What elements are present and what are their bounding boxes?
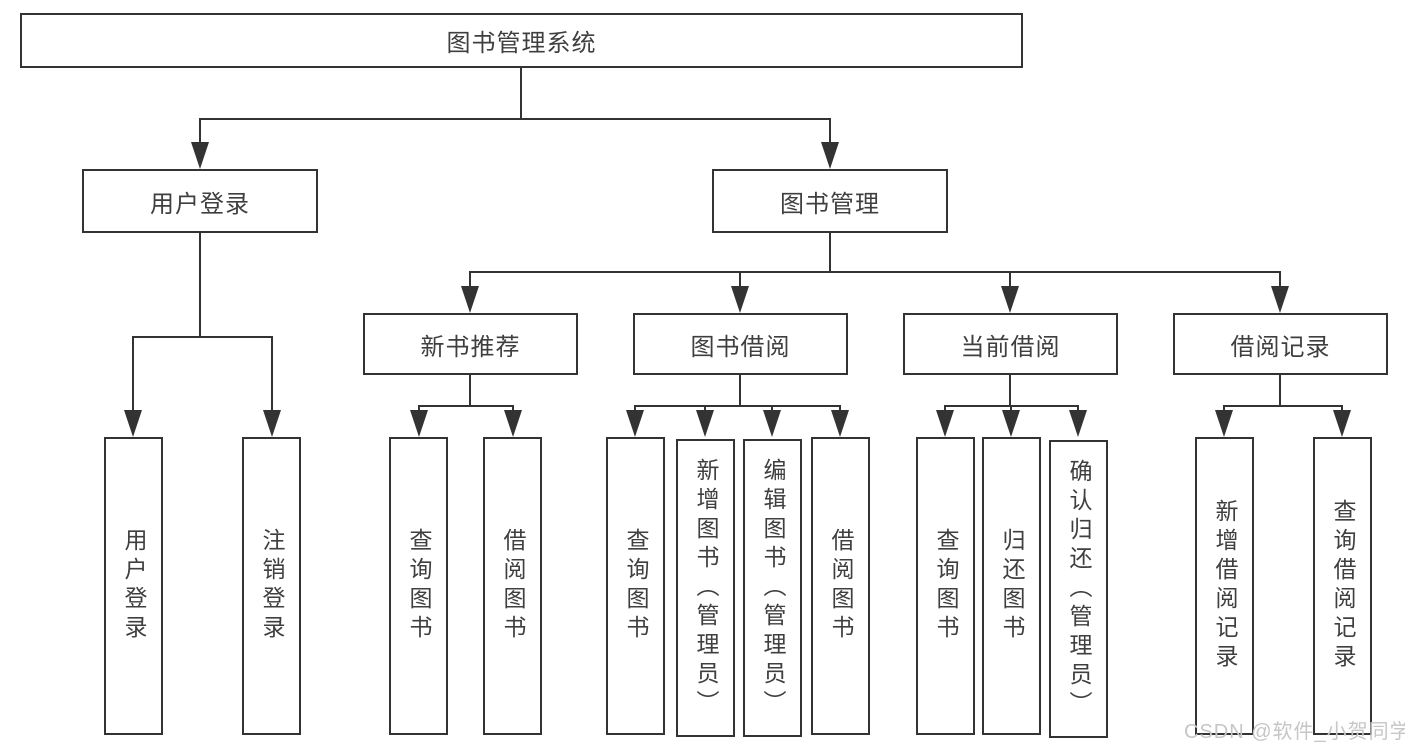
leaf-add-borrow-record: 新增借阅记录: [1195, 437, 1254, 735]
connector-line: [132, 338, 134, 410]
connector-line: [771, 407, 773, 412]
leaf-borrow-books: 借阅图书: [811, 437, 870, 735]
connector-line: [271, 338, 273, 410]
connector-line: [829, 233, 831, 272]
connector-line: [739, 273, 741, 287]
connector-line: [520, 68, 522, 120]
arrowhead-down-icon: [263, 410, 281, 437]
arrowhead-down-icon: [504, 410, 522, 437]
connector-line: [704, 407, 706, 412]
arrowhead-down-icon: [1002, 410, 1020, 437]
node-library-system: 图书管理系统: [20, 13, 1023, 68]
leaf-query-borrow-record: 查询借阅记录: [1313, 437, 1372, 735]
arrowhead-down-icon: [731, 286, 749, 313]
leaf-query-books-borrow: 查询图书: [606, 437, 665, 735]
connector-line: [829, 120, 831, 143]
connector-line: [418, 407, 420, 412]
connector-line: [634, 407, 636, 412]
arrowhead-down-icon: [1001, 286, 1019, 313]
connector-line: [944, 405, 1079, 407]
connector-line: [469, 375, 471, 406]
connector-line: [1279, 375, 1281, 406]
connector-line: [512, 407, 514, 412]
arrowhead-down-icon: [831, 410, 849, 437]
connector-line: [469, 271, 1281, 273]
connector-line: [199, 120, 201, 143]
connector-line: [1009, 273, 1011, 287]
node-book-management: 图书管理: [712, 169, 948, 233]
connector-line: [739, 375, 741, 406]
leaf-return-books: 归还图书: [982, 437, 1041, 735]
watermark: CSDN @软件_小贺同学: [1184, 721, 1405, 743]
connector-line: [839, 407, 841, 412]
connector-line: [1279, 273, 1281, 287]
leaf-borrow-books-recommend: 借阅图书: [483, 437, 542, 735]
connector-line: [1223, 405, 1343, 407]
leaf-confirm-return-admin: 确认归还（管理员）: [1049, 440, 1108, 738]
connector-line: [199, 233, 201, 337]
connector-line: [469, 273, 471, 287]
arrowhead-down-icon: [1215, 410, 1233, 437]
connector-line: [1010, 407, 1012, 412]
arrowhead-down-icon: [410, 410, 428, 437]
connector-line: [1223, 407, 1225, 412]
arrowhead-down-icon: [1271, 286, 1289, 313]
leaf-user-login: 用户登录: [104, 437, 163, 735]
leaf-query-books-recommend: 查询图书: [389, 437, 448, 735]
arrowhead-down-icon: [461, 286, 479, 313]
leaf-query-books-current: 查询图书: [916, 437, 975, 735]
node-user-login: 用户登录: [82, 169, 318, 233]
arrowhead-down-icon: [763, 410, 781, 437]
arrowhead-down-icon: [1069, 410, 1087, 437]
arrowhead-down-icon: [191, 142, 209, 169]
connector-line: [634, 405, 841, 407]
arrowhead-down-icon: [1333, 410, 1351, 437]
arrowhead-down-icon: [626, 410, 644, 437]
node-new-book-recommendation: 新书推荐: [363, 313, 578, 375]
connector-line: [1077, 407, 1079, 412]
connector-line: [132, 336, 273, 338]
connector-line: [199, 118, 831, 120]
arrowhead-down-icon: [936, 410, 954, 437]
arrowhead-down-icon: [696, 410, 714, 437]
connector-line: [418, 405, 514, 407]
node-borrowing-records: 借阅记录: [1173, 313, 1388, 375]
leaf-logout: 注销登录: [242, 437, 301, 735]
connector-line: [1009, 375, 1011, 406]
arrowhead-down-icon: [124, 410, 142, 437]
leaf-edit-books-admin: 编辑图书（管理员）: [743, 439, 802, 737]
connector-line: [1341, 407, 1343, 412]
node-current-borrowing: 当前借阅: [903, 313, 1118, 375]
node-book-borrowing: 图书借阅: [633, 313, 848, 375]
leaf-add-books-admin: 新增图书（管理员）: [676, 439, 735, 737]
connector-line: [944, 407, 946, 412]
arrowhead-down-icon: [821, 142, 839, 169]
